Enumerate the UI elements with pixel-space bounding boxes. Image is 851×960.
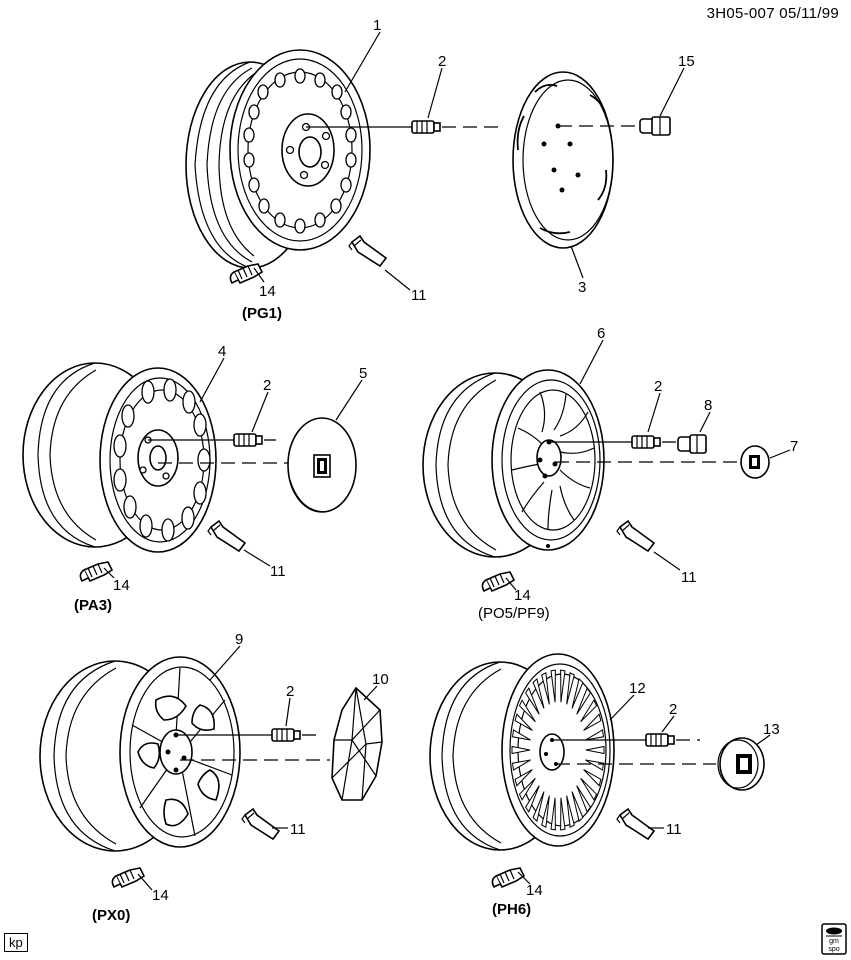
callout-11: 11: [270, 563, 286, 580]
callout-2: 2: [654, 378, 662, 395]
author-initials-tag: kp: [4, 933, 28, 952]
document-id: 3H05-007 05/11/99: [706, 5, 839, 22]
wheel-cover-3: [512, 71, 614, 249]
alloy-wheel-6: [422, 369, 605, 558]
group-pa3: 4 2 5 14 11 (PA3): [22, 343, 367, 614]
callout-2: 2: [263, 377, 271, 394]
callout-14: 14: [113, 577, 130, 594]
group-ph6: 12 2 13 11 14 (PH6): [429, 653, 780, 918]
option-code-px0: (PX0): [92, 907, 130, 924]
alloy-wheel-12: [429, 653, 615, 851]
option-code-pg1: (PG1): [242, 305, 282, 322]
callout-9: 9: [235, 631, 243, 648]
callout-14: 14: [526, 882, 543, 899]
center-cap-7: [740, 445, 770, 479]
callout-15: 15: [678, 53, 695, 70]
alloy-wheel-4: [22, 362, 217, 553]
center-cap-13: [717, 737, 765, 791]
callout-6: 6: [597, 325, 605, 342]
center-cap-5: [287, 417, 357, 513]
callout-2: 2: [669, 701, 677, 718]
steel-wheel-1: [185, 49, 371, 269]
callout-11: 11: [681, 569, 697, 586]
callout-12: 12: [629, 680, 646, 697]
logo-text-gm: gm: [829, 938, 839, 945]
callout-10: 10: [372, 671, 389, 688]
callout-1: 1: [373, 17, 381, 34]
callout-2: 2: [438, 53, 446, 70]
callout-8: 8: [704, 397, 712, 414]
callout-13: 13: [763, 721, 780, 738]
callout-11: 11: [411, 287, 427, 304]
group-px0: 9 2 10 11 14 (PX0): [39, 631, 389, 924]
center-cap-10: [331, 686, 383, 801]
lug-nut-15: [639, 116, 671, 136]
callout-2: 2: [286, 683, 294, 700]
lug-nut-8: [677, 434, 707, 454]
callout-3: 3: [578, 279, 586, 296]
logo-text-spo: spo: [828, 946, 839, 953]
alloy-wheel-9: [39, 656, 241, 852]
callout-5: 5: [359, 365, 367, 382]
callout-14: 14: [259, 283, 276, 300]
callout-11: 11: [290, 821, 306, 838]
callout-7: 7: [790, 438, 798, 455]
group-pg1: 1 2 15 3 14 11 (PG1): [185, 17, 695, 322]
callout-11: 11: [666, 821, 682, 838]
callout-14: 14: [152, 887, 169, 904]
option-code-po5-pf9: (PO5/PF9): [478, 605, 550, 622]
gm-spo-logo: gm spo: [821, 923, 847, 955]
option-code-ph6: (PH6): [492, 901, 531, 918]
callout-4: 4: [218, 343, 226, 360]
callout-14: 14: [514, 587, 531, 604]
option-code-pa3: (PA3): [74, 597, 112, 614]
group-po5-pf9: 6 2 8 7 14 11 (PO5/PF9): [422, 325, 798, 622]
